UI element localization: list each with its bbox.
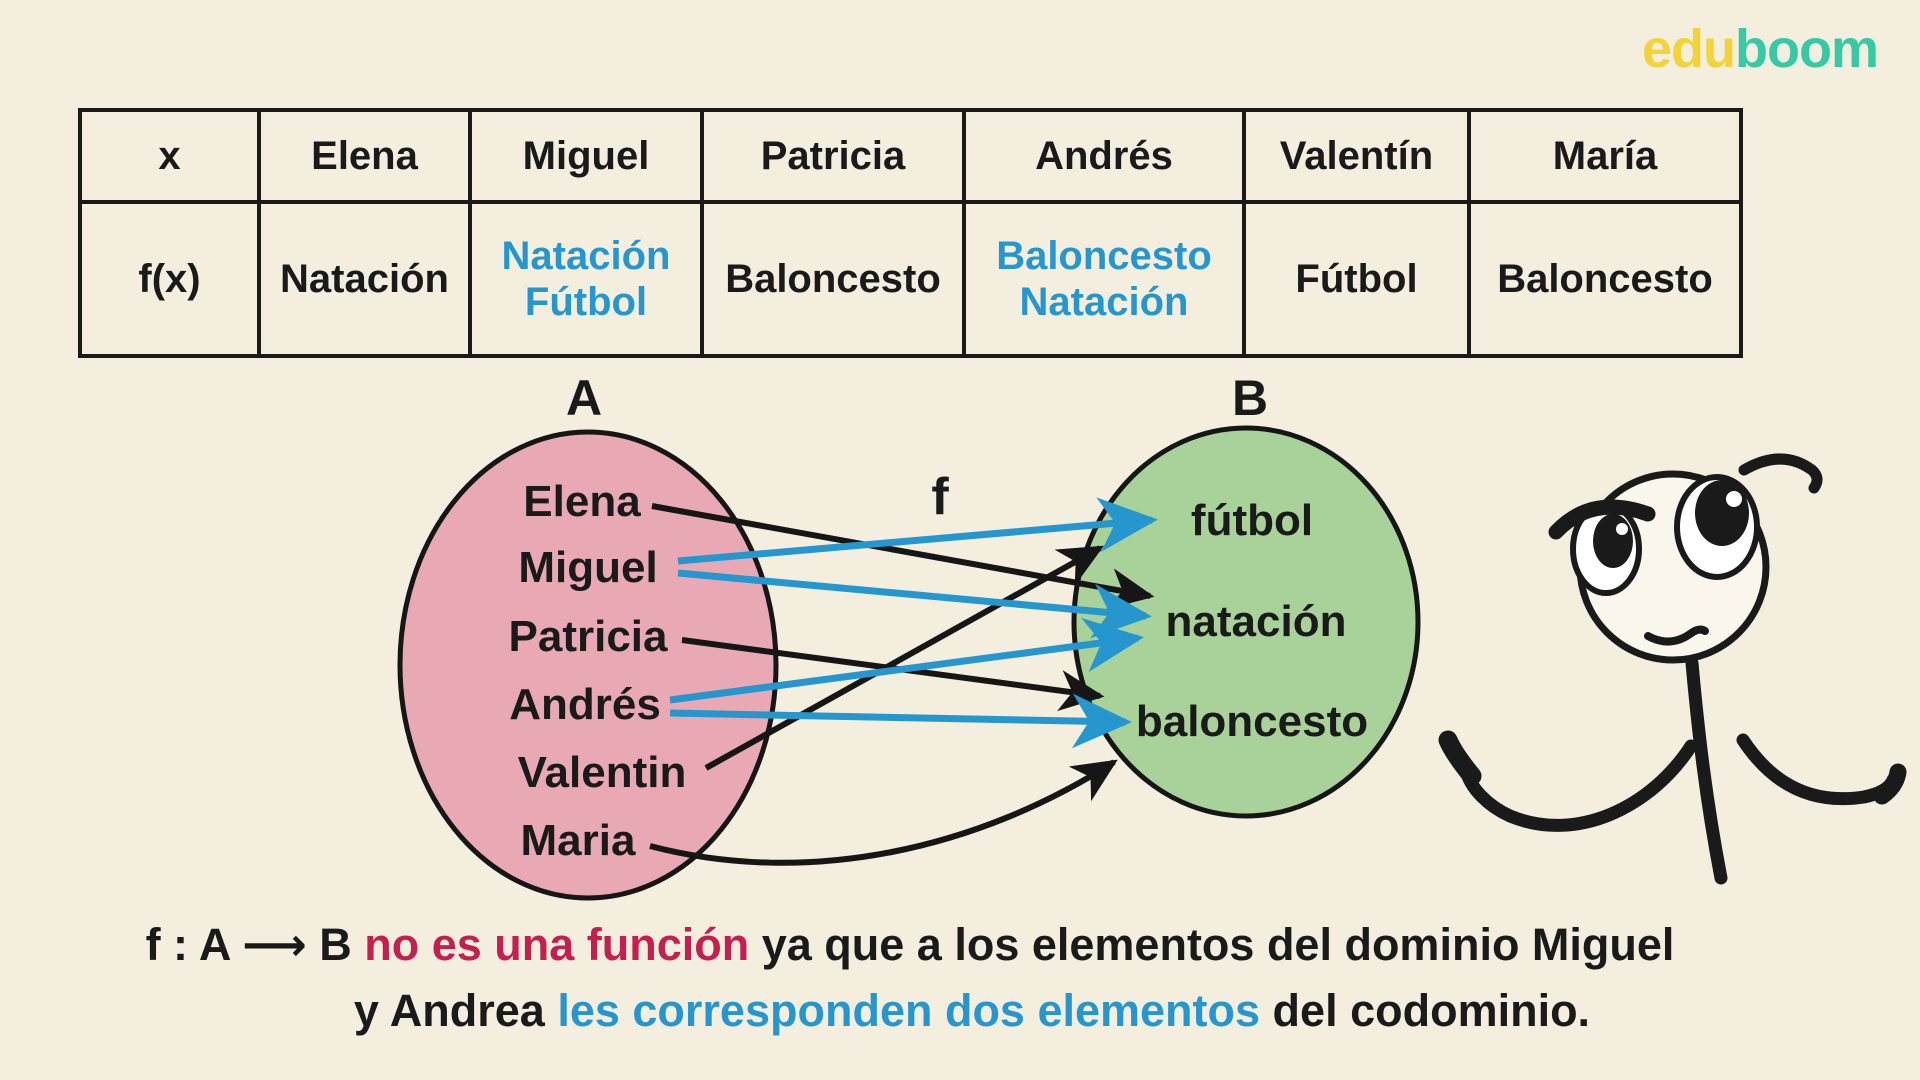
arrow-andres-natacion <box>669 617 1144 704</box>
set-a-label: A <box>565 370 603 426</box>
table-row-x: x Elena Miguel Patricia Andrés Valentín … <box>78 108 1743 204</box>
confused-stickman <box>1438 453 1907 885</box>
logo-boom: boom <box>1735 19 1879 79</box>
caption-line-1: f : A ⟶ B no es una función ya que a los… <box>146 918 1675 971</box>
caption-2-prefix: y Andrea <box>353 985 558 1036</box>
table-value-line: Fútbol <box>524 280 648 324</box>
set-a-item-valentin-andres: Andrés <box>509 680 661 729</box>
table-value-elena: Natación <box>257 200 472 358</box>
table-row-fx: f(x) Natación Natación Fútbol Baloncesto… <box>78 200 1743 358</box>
stickman-left-brow <box>1548 499 1656 540</box>
blue-arrows <box>669 497 1158 749</box>
caption-line-2: y Andrea les corresponden dos elementos … <box>354 985 1590 1037</box>
table-col-valentin: Valentín <box>1242 108 1471 204</box>
caption-2-highlight: les corresponden dos elementos <box>557 985 1261 1036</box>
table-value-maria: Baloncesto <box>1467 200 1743 358</box>
logo-edu: edu <box>1642 19 1736 79</box>
set-a-item-patricia: Patricia <box>508 612 668 661</box>
stickman-body <box>1685 656 1728 885</box>
arrow-maria-baloncesto <box>649 759 1118 866</box>
stickman-right-arm <box>1736 733 1900 806</box>
arrow-miguel-natacion <box>677 569 1152 639</box>
stickman-right-eye-highlight <box>1726 491 1742 507</box>
caption-1-highlight: no es una función <box>364 919 750 970</box>
table-value-patricia: Baloncesto <box>700 200 966 358</box>
table-header-x: x <box>78 108 261 204</box>
table-col-patricia: Patricia <box>700 108 966 204</box>
set-b-item-natacion: natación <box>1165 597 1347 646</box>
set-a-ellipse <box>397 429 779 901</box>
stickman-right-brow <box>1738 453 1823 494</box>
set-b-ellipse <box>1071 425 1421 819</box>
arrow-andres-baloncesto <box>669 693 1132 749</box>
caption-1-prefix: f : A ⟶ B <box>145 919 365 970</box>
table-value-andres: Baloncesto Natación <box>962 200 1246 358</box>
caption-2-suffix: del codominio. <box>1260 985 1591 1036</box>
set-a-item-valentin: Valentin <box>517 748 687 797</box>
table-col-miguel: Miguel <box>468 108 704 204</box>
table-value-miguel: Natación Fútbol <box>468 200 704 358</box>
function-f-label: f <box>931 468 949 526</box>
set-a-item-maria: Maria <box>520 816 636 865</box>
stickman-right-pupil <box>1695 480 1749 546</box>
arrow-valentin-futbol <box>704 545 1104 771</box>
table-col-maria: María <box>1467 108 1743 204</box>
table-value-valentin: Fútbol <box>1242 200 1471 358</box>
stickman-mouth <box>1644 625 1709 646</box>
table-value-line: Natación <box>501 234 671 278</box>
stickman-left-pupil <box>1593 514 1633 568</box>
table-value-line: Natación <box>1019 280 1189 324</box>
table-header-fx: f(x) <box>78 200 261 358</box>
set-b-item-baloncesto: baloncesto <box>1135 697 1369 746</box>
set-a-item-miguel: Miguel <box>518 543 658 592</box>
stickman-left-arm <box>1459 739 1698 832</box>
arrow-miguel-futbol <box>677 497 1158 565</box>
table-col-andres: Andrés <box>962 108 1246 204</box>
stickman-left-eye-highlight <box>1616 523 1628 535</box>
stickman-left-hand <box>1438 730 1482 786</box>
stickman-right-hand <box>1873 763 1907 805</box>
caption-1-suffix: ya que a los elementos del dominio Migue… <box>749 919 1675 970</box>
black-arrows <box>649 503 1155 866</box>
set-a-item-elena: Elena <box>523 477 641 526</box>
table-value-line: Baloncesto <box>996 234 1212 278</box>
set-b-item-futbol: fútbol <box>1190 496 1314 545</box>
set-b-label: B <box>1231 370 1269 426</box>
eduboom-logo: eduboom <box>1642 18 1879 80</box>
function-table: x Elena Miguel Patricia Andrés Valentín … <box>78 108 1743 358</box>
table-col-elena: Elena <box>257 108 472 204</box>
